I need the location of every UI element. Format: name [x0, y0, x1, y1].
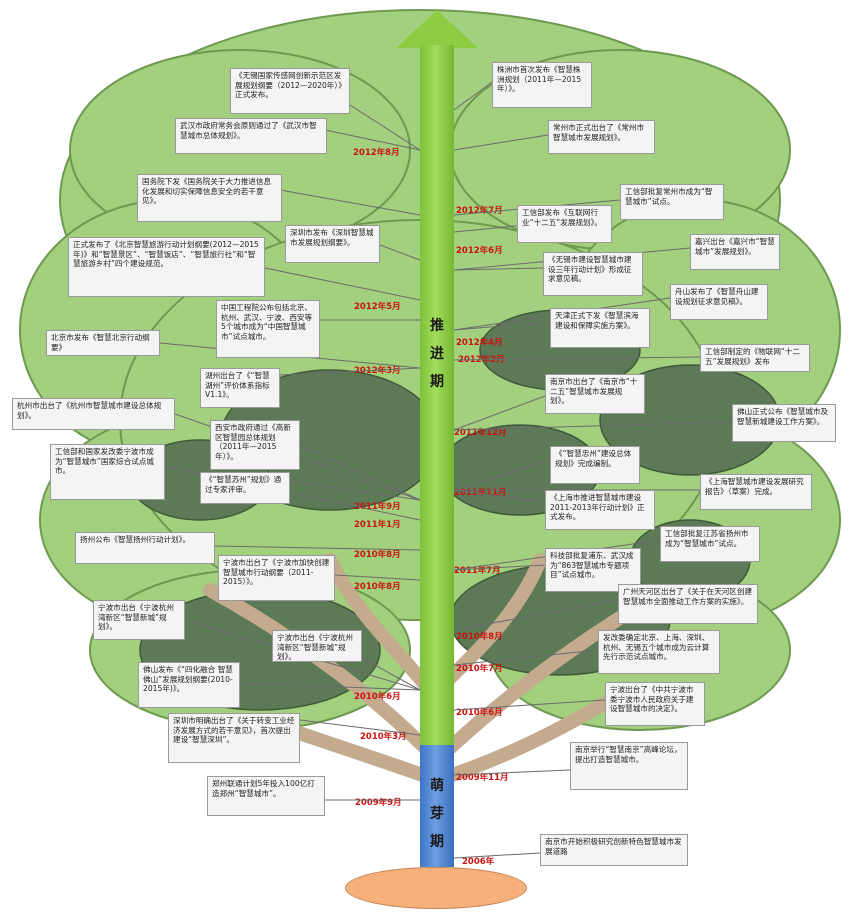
event-note: 《“智慧苏州”规划》通过专家评审。 — [200, 472, 290, 504]
event-note: 中国工程院公布包括北京、杭州、武汉、宁波、西安等5个城市成为“中国智慧城市”试点… — [216, 300, 320, 358]
year-marker: 2012年8月 — [353, 148, 400, 158]
event-note: 舟山发布了《智慧舟山建设规划征求意见稿》。 — [670, 284, 768, 320]
event-note: 工信部批复常州市成为“智慧城市”试点。 — [620, 184, 724, 220]
phase-label-sprout: 萌 芽 期 — [426, 772, 448, 856]
event-note: 宁波市出台《宁波杭州湾新区“智慧新城”规划》。 — [93, 600, 185, 640]
event-note: 天津正式下发《智慧滨海建设和保障实施方案》。 — [550, 308, 650, 348]
event-note: 佛山发布《“四化融合 智慧佛山”发展规划纲要(2010-2015年)》。 — [138, 662, 240, 708]
event-note: 工信部发布《互联网行业“十二五”发展规划》。 — [517, 205, 612, 243]
event-note: 深圳市发布《深圳智慧城市发展规划纲要》。 — [285, 225, 380, 263]
event-note: 工信部批复江苏省扬州市成为“智慧城市”试点。 — [660, 526, 760, 562]
event-note: 深圳市明确出台了《关于转变工业经济发展方式的若干意见》，首次提出建设“智慧深圳”… — [168, 713, 300, 763]
event-note: 佛山正式公布《智慧城市及智慧新城建设工作方案》。 — [732, 404, 836, 442]
event-note: 株洲市首次发布《智慧株洲规划（2011年—2015年）》。 — [492, 62, 592, 108]
event-note: 武汉市政府常务会原则通过了《武汉市智慧城市总体规划》。 — [175, 118, 327, 154]
event-note: 南京举行“智慧南京”高峰论坛，提出打造智慧城市。 — [570, 742, 688, 790]
event-note: 《上海智慧城市建设发展研究报告》（草案）完成。 — [700, 474, 812, 510]
year-marker: 2010年6月 — [456, 708, 503, 718]
growth-phase-stem — [420, 45, 454, 745]
event-note: 广州天河区出台了《关于在天河区创建智慧城市全面推动工作方案的实施》。 — [618, 584, 758, 624]
year-marker: 2011年1月 — [354, 520, 401, 530]
year-marker: 2012年3月 — [354, 366, 401, 376]
year-marker: 2010年6月 — [354, 692, 401, 702]
phase-char: 期 — [430, 374, 444, 390]
year-marker: 2010年7月 — [456, 664, 503, 674]
year-marker: 2012年4月 — [456, 338, 503, 348]
year-marker: 2011年9月 — [354, 502, 401, 512]
event-note: 南京市出台了《南京市“十二五”智慧城市发展规划》。 — [545, 374, 645, 414]
year-marker: 2012年5月 — [354, 302, 401, 312]
event-note: 湖州出台了《“智慧湖州”评价体系指标V1.1》。 — [200, 368, 280, 408]
phase-char: 推 — [430, 318, 444, 334]
tree-root-soil — [345, 867, 527, 909]
year-marker: 2010年8月 — [354, 550, 401, 560]
event-note: 常州市正式出台了《常州市智慧城市发展规划》。 — [548, 120, 655, 154]
event-note: 南京市开始积极研究创新特色智慧城市发展道路 — [540, 834, 688, 866]
event-note: 《无锡国家传感网创新示范区发展规划纲要（2012—2020年）》正式发布。 — [230, 68, 350, 114]
year-marker: 2009年11月 — [456, 773, 509, 783]
event-note: 西安市政府通过《高新区智慧园总体规划（2011年—2015年）》。 — [210, 420, 300, 470]
year-marker: 2012年7月 — [456, 206, 503, 216]
event-note: 工信部和国家发改委宁波市成为“智慧城市”国家综合试点城市。 — [50, 444, 165, 500]
event-note: 宁波出台了《中共宁波市委宁波市人民政府关于建设智慧城市的决定》。 — [605, 682, 705, 726]
phase-char: 芽 — [430, 806, 444, 822]
event-note: 嘉兴出台《嘉兴市“智慧城市”发展规划》。 — [690, 234, 780, 270]
year-marker: 2011年7月 — [454, 566, 501, 576]
event-note: 宁波市出台《宁波杭州湾新区“智慧新城”规划》。 — [272, 630, 362, 662]
event-note: 《上海市推进智慧城市建设2011-2013年行动计划》正式发布。 — [545, 490, 655, 530]
year-marker: 2010年8月 — [456, 632, 503, 642]
event-note: 正式发布了《北京智慧旅游行动计划纲要(2012—2015年)》和“智慧景区”、“… — [68, 237, 265, 297]
event-note: 北京市发布《智慧北京行动纲要》 — [46, 330, 160, 356]
year-marker: 2010年3月 — [360, 732, 407, 742]
year-marker: 2010年8月 — [354, 582, 401, 592]
phase-char: 进 — [430, 346, 444, 362]
year-marker: 2011年12月 — [454, 428, 507, 438]
event-note: 发改委确定北京、上海、深圳、杭州、无锡五个城市成为云计算先行示范试点城市。 — [598, 630, 720, 674]
sprout-phase-stem — [420, 745, 454, 867]
phase-char: 萌 — [430, 778, 444, 794]
event-note: 杭州市出台了《杭州市智慧城市建设总体规划》。 — [12, 398, 175, 430]
event-note: 国务院下发《国务院关于大力推进信息化发展和切实保障信息安全的若干意见》。 — [137, 174, 282, 222]
phase-label-growth: 推 进 期 — [426, 312, 448, 396]
event-note: 工信部制定的《物联网“十二五”发展规划》发布 — [700, 344, 810, 372]
year-marker: 2009年9月 — [355, 798, 402, 808]
year-marker: 2006年 — [462, 857, 495, 867]
phase-char: 期 — [430, 834, 444, 850]
event-note: 科技部批复浦东、武汉成为“863智慧城市专题项目”试点城市。 — [545, 548, 641, 592]
event-note: 《无锡市建设智慧城市建设三年行动计划》形成征求意见稿。 — [543, 252, 643, 296]
growth-arrow-head — [396, 10, 478, 48]
event-note: 《“智慧忠州”建设总体规划》完成编制。 — [550, 446, 640, 484]
year-marker: 2012年6月 — [456, 246, 503, 256]
event-note: 扬州公布《智慧扬州行动计划》。 — [75, 532, 215, 564]
event-note: 宁波市出台了《宁波市加快创建智慧城市行动纲要（2011-2015）》。 — [218, 555, 335, 601]
event-note: 郑州联通计划5年投入100亿打造郑州“智慧城市”。 — [207, 776, 325, 816]
